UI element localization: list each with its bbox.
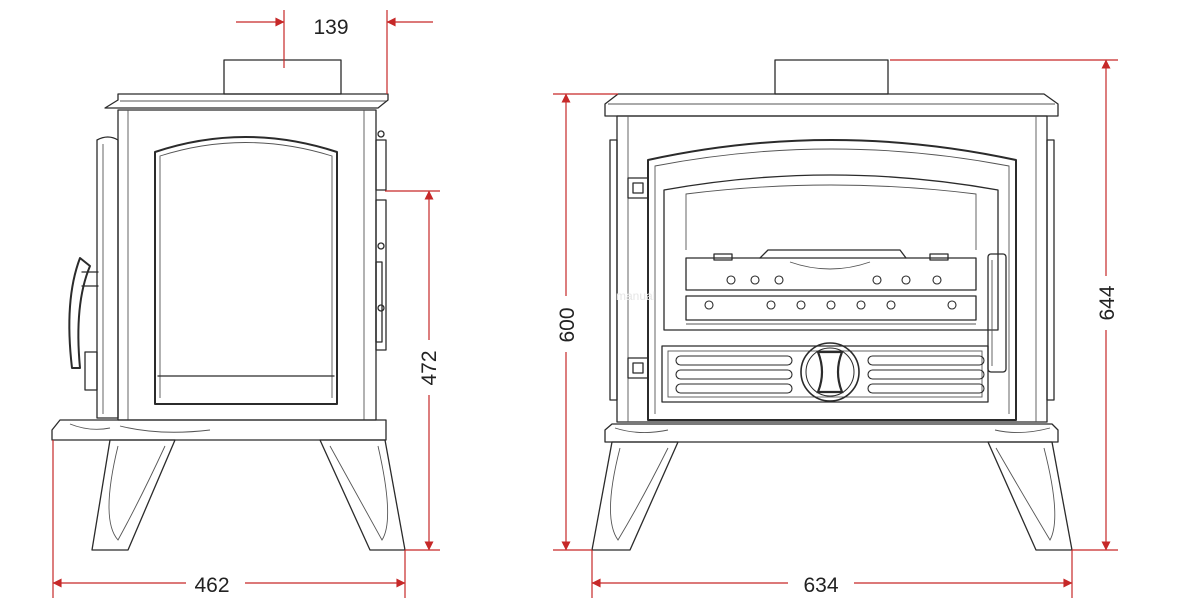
side-door-edge	[96, 136, 119, 419]
side-leg-front	[91, 439, 176, 551]
front-top-plate	[604, 93, 1059, 117]
front-base	[604, 423, 1059, 443]
side-leg-back	[319, 439, 406, 551]
air-control-knob-icon	[800, 342, 860, 402]
dimension-label-depth: 462	[194, 574, 229, 597]
dimension-flue-height: 472	[385, 190, 441, 551]
front-body	[609, 115, 1055, 423]
grate-bolts-lower	[704, 300, 957, 310]
ashpan-panel	[661, 345, 989, 403]
front-leg-right	[987, 441, 1073, 551]
side-rear-fittings	[375, 130, 387, 351]
dimension-label-body-height: 600	[556, 307, 579, 342]
dimension-flue-offset: 139	[236, 10, 433, 94]
front-door	[647, 139, 1017, 421]
dimension-body-height: 600	[553, 93, 618, 551]
front-view	[591, 59, 1073, 551]
dimension-label-flue-height: 472	[418, 350, 441, 385]
dimension-overall-height: 644	[890, 59, 1119, 551]
dimension-label-overall-height: 644	[1096, 285, 1119, 320]
dimension-label-width: 634	[803, 574, 838, 597]
front-flue-collar	[774, 59, 889, 95]
door-latch-icon	[987, 253, 1007, 373]
side-flue-collar	[223, 59, 342, 95]
dimension-width: 634	[591, 550, 1073, 598]
dimension-depth: 462	[52, 440, 406, 598]
front-leg-left	[591, 441, 679, 551]
side-view	[51, 59, 406, 551]
side-panel	[154, 136, 338, 405]
glass-window	[663, 174, 999, 331]
watermark-text: manual	[616, 289, 655, 303]
hinge-icon	[627, 177, 649, 379]
grate-bolts-upper	[726, 275, 942, 285]
side-top-plate	[104, 93, 389, 109]
side-base	[51, 419, 387, 441]
door-handle-icon	[68, 257, 99, 391]
fire-grate	[685, 249, 977, 325]
dimension-label-flue-offset: 139	[313, 16, 348, 39]
